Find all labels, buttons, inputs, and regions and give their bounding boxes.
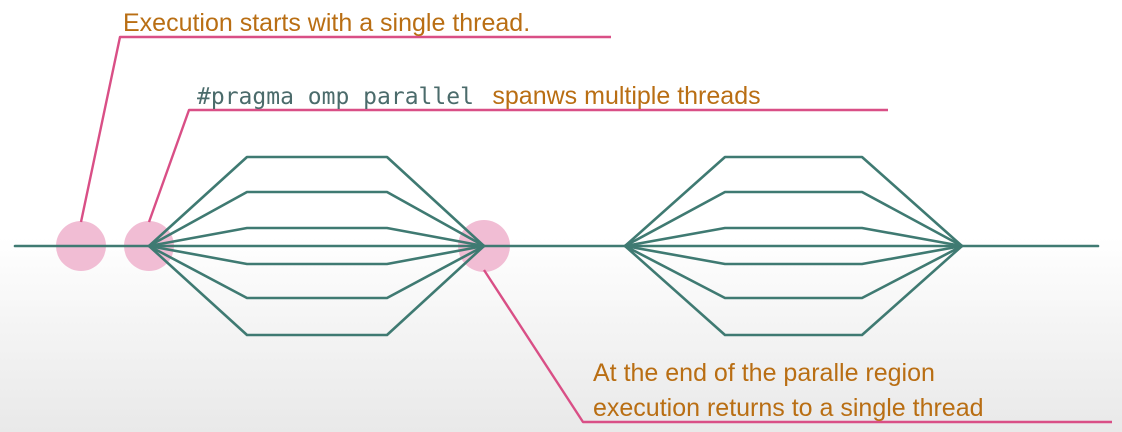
thread-6 bbox=[147, 244, 486, 337]
parallel-region-2 bbox=[623, 155, 964, 337]
thread-6 bbox=[623, 244, 964, 337]
thread-lines bbox=[13, 155, 1100, 337]
thread-2 bbox=[623, 190, 964, 248]
parallel-region-1 bbox=[147, 155, 486, 337]
pragma-code: #pragma omp parallel bbox=[197, 84, 474, 110]
join-callout-line bbox=[482, 269, 1112, 424]
spawn-callout-line bbox=[147, 108, 888, 223]
start-annotation: Execution starts with a single thread. bbox=[123, 9, 530, 37]
spawn-text: spanws multiple threads bbox=[492, 82, 760, 110]
spawn-annotation: #pragma omp parallel spanws multiple thr… bbox=[197, 82, 761, 110]
callout-lines bbox=[79, 35, 1112, 424]
thread-1 bbox=[147, 155, 486, 248]
thread-2 bbox=[147, 190, 486, 248]
thread-5 bbox=[147, 244, 486, 300]
join-annotation-line-1: At the end of the paralle region bbox=[593, 359, 935, 387]
join-annotation-line-2: execution returns to a single thread bbox=[593, 394, 984, 422]
thread-4 bbox=[623, 244, 964, 266]
annotations: Execution starts with a single thread. #… bbox=[123, 9, 984, 422]
thread-3 bbox=[623, 226, 964, 248]
thread-1 bbox=[623, 155, 964, 248]
thread-3 bbox=[147, 226, 486, 248]
thread-5 bbox=[623, 244, 964, 300]
thread-4 bbox=[147, 244, 486, 266]
start-callout-line bbox=[79, 35, 611, 223]
